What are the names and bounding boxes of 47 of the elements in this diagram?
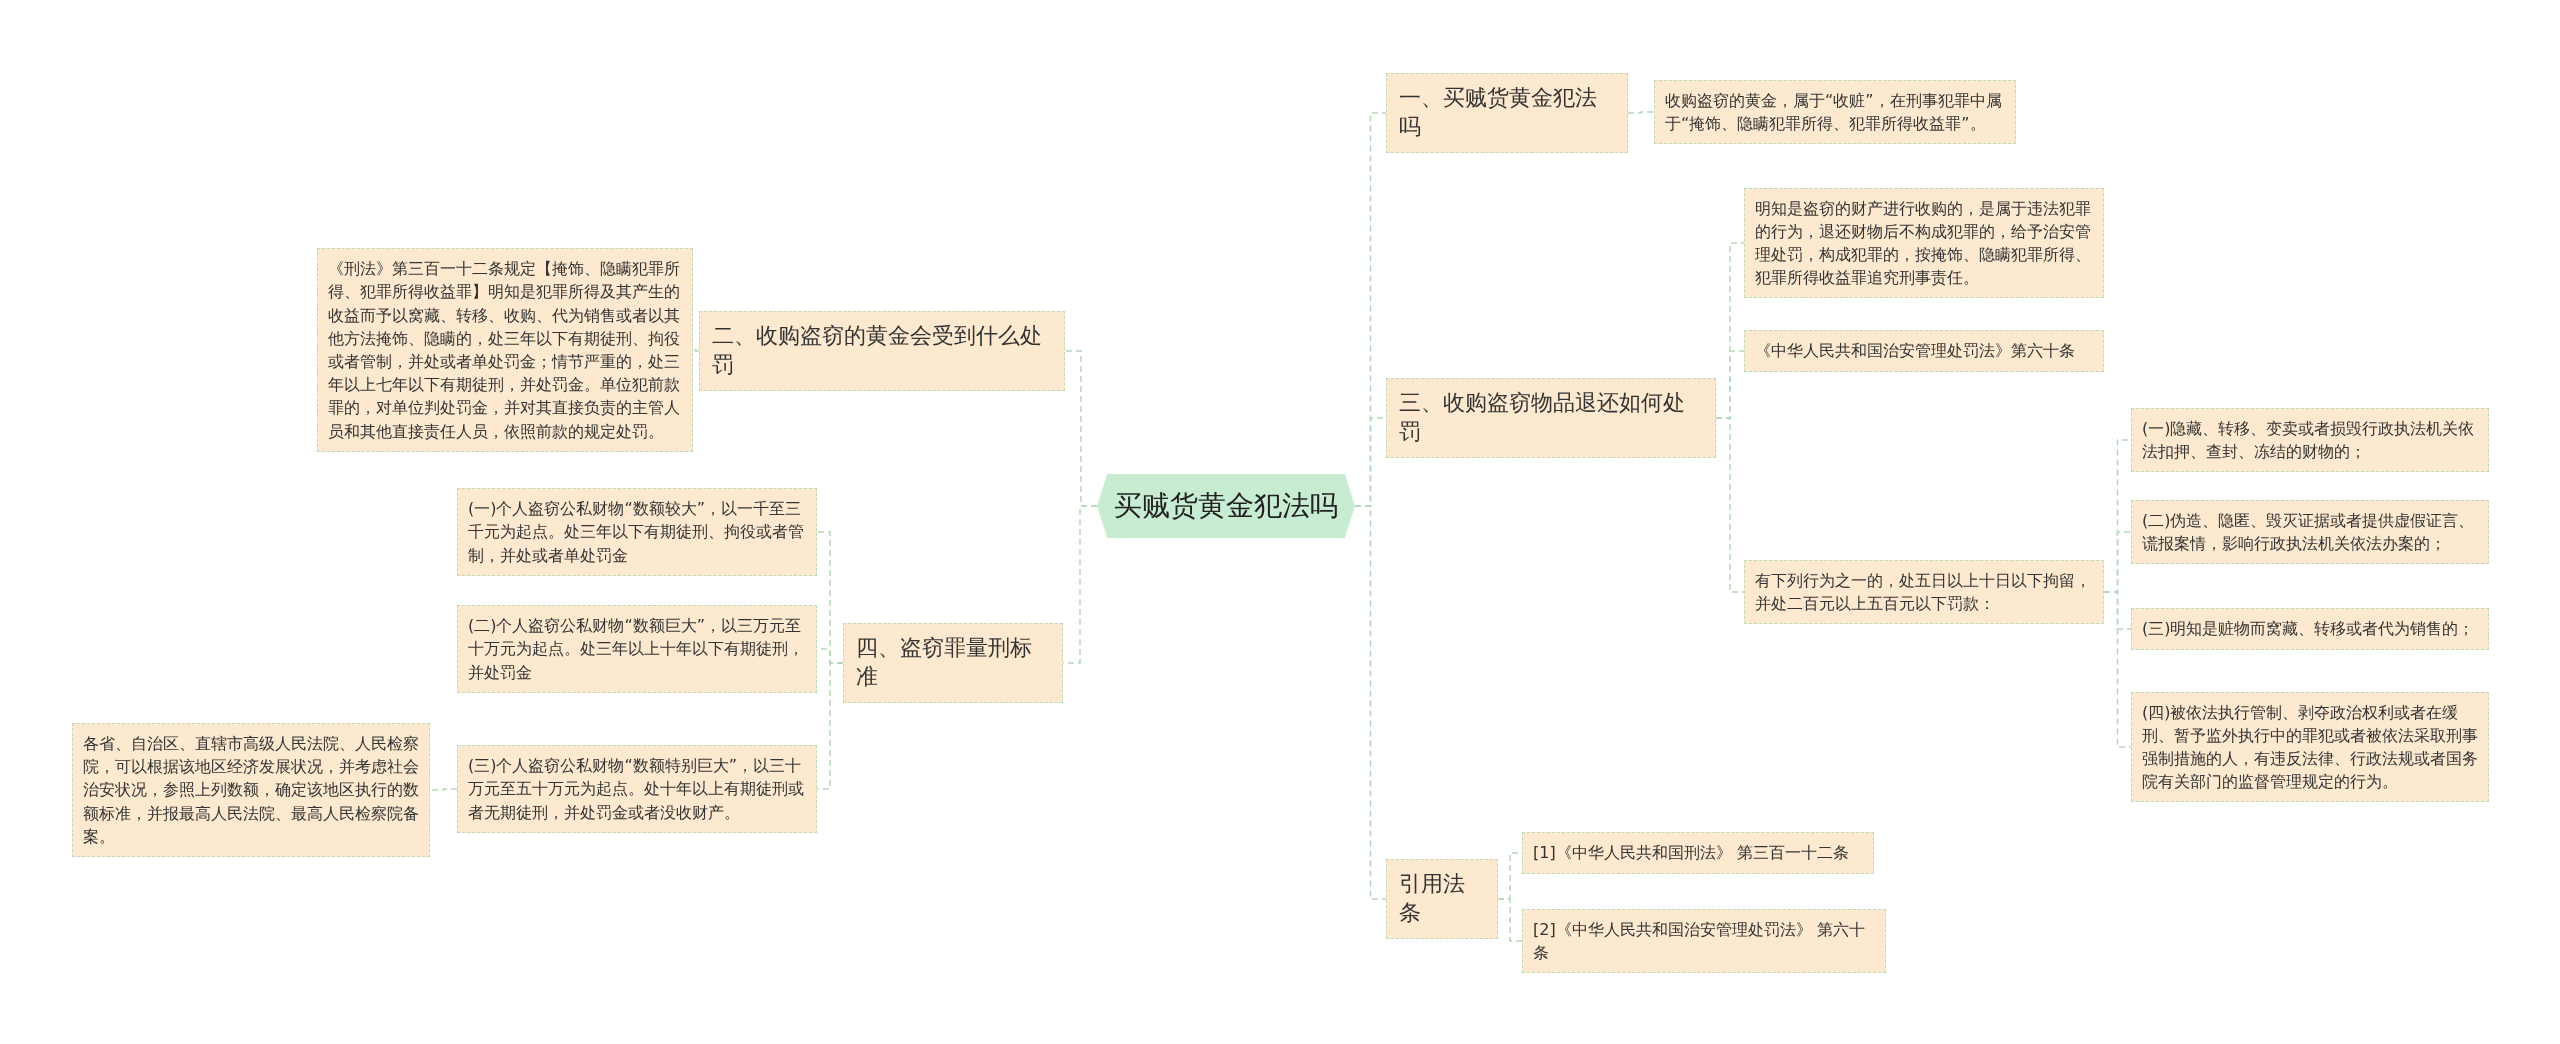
note-box: [2131, 499, 2489, 565]
node-text: 收购盗窃的黄金，属于“收赃”，在刑事犯罪中属于“掩饰、隐瞒犯罪所得、犯罪所得收益罪”。: [1665, 89, 2003, 135]
node-text: (三)个人盗窃公私财物“数额特别巨大”，以三十万元至五十万元为起点。处十年以上有期徒刑或者无期徒刑，并处罚金或者没收财产。: [468, 755, 805, 824]
topic-box: [1386, 73, 1628, 153]
note-box: [2131, 407, 2489, 473]
node-text: 《刑法》第三百一十二条规定【掩饰、隐瞒犯罪所得、犯罪所得收益罪】明知是犯罪所得及其产生的收益而予以窝藏、转移、收购、代为销售或者以其他方法掩饰、隐瞒的，处三年以下有期徒刑、拘役或者管制，并处或者单处罚金；情节严重的，处三年以上七年以下有期徒刑，并处罚金。单位犯前款罪的，对单位判处罚金，并对其直接负责的主管人员和其他直接责任人员，依照前款的规定处罚。: [328, 258, 681, 443]
note-box: [457, 488, 817, 576]
topic-box: [1386, 378, 1716, 458]
node-text: (一)个人盗窃公私财物“数额较大”，以一千至三千元为起点。处三年以下有期徒刑、拘役或者管制，并处或者单处罚金: [468, 498, 805, 567]
connector-line: [1627, 111, 1655, 114]
node-text: 三、收购盗窃物品退还如何处罚: [1399, 389, 1686, 446]
node-text: [1]《中华人民共和国刑法》 第三百一十二条: [1533, 842, 1849, 865]
note-box: [1744, 187, 2104, 299]
topic-box: [843, 623, 1063, 703]
connector-line: [816, 662, 844, 790]
node-text: 有下列行为之一的，处五日以上十日以下拘留，并处二百元以上五百元以下罚款：: [1755, 569, 2092, 615]
note-box: [1522, 908, 1886, 974]
node-text: (一)隐藏、转移、变卖或者损毁行政执法机关依法扣押、查封、冻结的财物的；: [2142, 417, 2476, 463]
node-text: 各省、自治区、直辖市高级人民法院、人民检察院，可以根据该地区经济发展状况，并考虑社会治安状况，参照上列数额，确定该地区执行的数额标准，并报最高人民法院、最高人民检察院备案。: [83, 733, 419, 848]
node-text: (二)伪造、隐匿、毁灭证据或者提供虚假证言、谎报案情，影响行政执法机关依法办案的；: [2142, 509, 2476, 555]
note-box: [1744, 559, 2104, 625]
node-text: 引用法条: [1399, 870, 1466, 927]
connector-line: [429, 788, 458, 791]
note-box: [1744, 330, 2104, 372]
note-box: [72, 723, 430, 857]
topic-box: [699, 311, 1065, 391]
node-text: 四、盗窃罪量刑标准: [856, 634, 1033, 691]
note-box: [457, 745, 817, 833]
connector-line: [692, 349, 700, 352]
note-box: [2131, 608, 2489, 650]
node-text: 买贼货黄金犯法吗: [1114, 487, 1338, 524]
topic-box: [1386, 859, 1498, 939]
node-text: 明知是盗窃的财产进行收购的，是属于违法犯罪的行为，退还财物后不构成犯罪的，给予治安管理处罚，构成犯罪的，按掩饰、隐瞒犯罪所得、犯罪所得收益罪追究刑事责任。: [1755, 197, 2092, 290]
connector-line: [2103, 591, 2132, 748]
node-text: (四)被依法执行管制、剥夺政治权利或者在缓刑、暂予监外执行中的罪犯或者被依法采取刑事强制措施的人，有违反法律、行政法规或者国务院有关部门的监督管理规定的行为。: [2142, 701, 2478, 794]
connector-line: [1497, 898, 1523, 942]
note-box: [1654, 79, 2016, 145]
node-text: (三)明知是赃物而窝藏、转移或者代为销售的；: [2142, 618, 2475, 641]
note-box: [2131, 691, 2489, 803]
note-box: [1522, 832, 1874, 874]
node-text: 《中华人民共和国治安管理处罚法》第六十条: [1755, 340, 2075, 363]
node-text: 一、买贼货黄金犯法吗: [1399, 84, 1598, 141]
node-text: [2]《中华人民共和国治安管理处罚法》 第六十条: [1533, 918, 1866, 964]
connector-line: [1715, 417, 1745, 593]
note-box: [457, 605, 817, 693]
node-text: (二)个人盗窃公私财物“数额巨大”，以三万元至十万元为起点。处三年以上十年以下有期徒刑，并处罚金: [468, 615, 805, 684]
node-text: 二、收购盗窃的黄金会受到什么处罚: [712, 322, 1043, 379]
